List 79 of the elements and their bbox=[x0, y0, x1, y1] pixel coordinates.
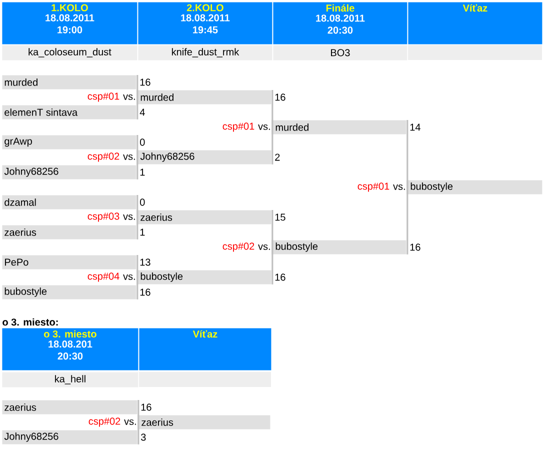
section-heading: o 3. miesto: bbox=[2, 318, 58, 326]
node-label: 18.08.201 20:30 bbox=[48, 340, 92, 360]
player-bar: zaerius bbox=[139, 415, 270, 430]
node-label: Víťaz bbox=[192, 330, 218, 338]
bracket-line bbox=[272, 120, 274, 164]
node-label: 18.08.2011 19:00 bbox=[46, 14, 94, 34]
player-bar: bubostyle bbox=[2, 285, 136, 300]
score-text: 16 bbox=[275, 274, 286, 281]
match-code: csp#02 bbox=[222, 242, 254, 252]
node-label: 18.08.2011 20:30 bbox=[316, 14, 365, 34]
node-label: 18.08.2011 19:45 bbox=[181, 14, 230, 34]
header-cell: Víťaz bbox=[139, 328, 272, 370]
bracket-line bbox=[272, 240, 274, 284]
score-text: 13 bbox=[140, 258, 150, 266]
vs-text: vs. bbox=[124, 419, 136, 425]
bracket-line bbox=[136, 90, 138, 120]
vs-text: vs. bbox=[393, 184, 405, 190]
player-bar: Johny68256 bbox=[138, 150, 272, 164]
vs-text: vs. bbox=[123, 94, 135, 100]
bracket-line bbox=[136, 270, 138, 300]
table-cell: ka_coloseum_dust bbox=[2, 45, 138, 60]
node-label: 2.KOLO bbox=[186, 4, 224, 12]
score-text: 15 bbox=[275, 214, 286, 221]
table-cell: BO3 bbox=[273, 45, 408, 60]
score-text: 16 bbox=[140, 288, 150, 296]
node-label: Finále bbox=[326, 4, 354, 12]
player-bar: zaerius bbox=[2, 400, 138, 414]
header-cell: 1.KOLO 18.08.2011 19:00 bbox=[2, 2, 138, 44]
header-cell: 2.KOLO 18.08.2011 19:45 bbox=[138, 2, 272, 44]
table-cell: knife_dust_rmk bbox=[138, 45, 272, 60]
match-code: csp#03 bbox=[88, 212, 120, 222]
node-label: 1.KOLO bbox=[52, 4, 88, 12]
score-text: 16 bbox=[275, 94, 286, 101]
score-text: 1 bbox=[140, 168, 145, 176]
match-code: csp#01 bbox=[222, 122, 254, 132]
player-bar: dzamal bbox=[2, 195, 136, 210]
score-text: 16 bbox=[141, 404, 152, 411]
score-text: 1 bbox=[140, 228, 145, 236]
score-text: 4 bbox=[140, 108, 145, 116]
score-text: 14 bbox=[410, 124, 420, 131]
player-bar: PePo bbox=[2, 255, 136, 270]
score-text: 16 bbox=[140, 78, 150, 86]
bracket-line bbox=[136, 210, 138, 240]
player-bar: bubostyle bbox=[138, 270, 272, 284]
vs-text: vs. bbox=[123, 274, 135, 280]
player-bar: Johny68256 bbox=[2, 165, 136, 180]
player-bar: bubostyle bbox=[408, 180, 542, 194]
score-text: 0 bbox=[140, 198, 145, 206]
player-bar: grAwp bbox=[2, 135, 136, 150]
match-code: csp#04 bbox=[88, 272, 120, 282]
node-label: o 3. miesto bbox=[44, 330, 96, 338]
vs-text: vs. bbox=[258, 244, 270, 250]
vs-text: vs. bbox=[123, 214, 135, 220]
node-label: Víťaz bbox=[462, 4, 488, 12]
score-text: 0 bbox=[140, 138, 145, 146]
player-bar: zaerius bbox=[2, 225, 136, 240]
score-text: 16 bbox=[410, 244, 420, 251]
header-cell: Finále 18.08.2011 20:30 bbox=[273, 2, 408, 44]
player-bar: bubostyle bbox=[273, 240, 406, 254]
header-cell: o 3. miesto 18.08.201 20:30 bbox=[2, 328, 138, 370]
bracket-line bbox=[138, 415, 140, 444]
player-bar: murded bbox=[273, 120, 406, 134]
player-bar: murded bbox=[2, 75, 136, 90]
score-text: 3 bbox=[140, 434, 146, 441]
match-code: csp#02 bbox=[88, 152, 120, 162]
bracket-line bbox=[406, 180, 408, 254]
match-code: csp#01 bbox=[358, 182, 390, 192]
match-code: csp#02 bbox=[88, 418, 120, 427]
score-text: 2 bbox=[275, 154, 280, 161]
player-bar: elemenT sintava bbox=[2, 105, 136, 120]
table-cell: ka_hell bbox=[2, 372, 138, 388]
bracket-line bbox=[136, 150, 138, 180]
header-cell: Víťaz bbox=[408, 2, 542, 44]
vs-text: vs. bbox=[123, 154, 135, 160]
vs-text: vs. bbox=[258, 124, 270, 130]
player-bar: zaerius bbox=[138, 210, 272, 224]
player-bar: murded bbox=[138, 90, 272, 104]
player-bar: Johny68256 bbox=[2, 430, 138, 444]
match-code: csp#01 bbox=[88, 92, 120, 102]
